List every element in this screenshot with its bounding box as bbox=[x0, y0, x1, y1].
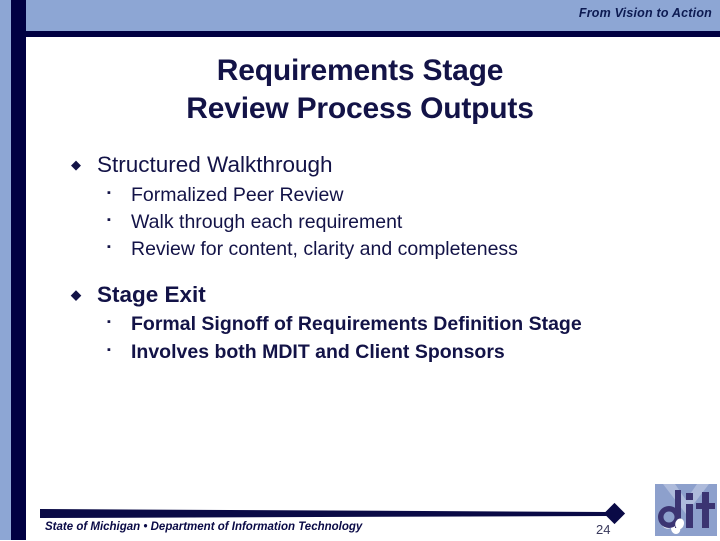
mdit-logo-graphic bbox=[655, 484, 717, 536]
bullet-level1: ◆ Stage Exit bbox=[33, 282, 693, 309]
square-bullet-icon: ▪ bbox=[107, 343, 111, 356]
mdit-logo bbox=[655, 484, 717, 536]
bullet-level2-label: Walk through each requirement bbox=[131, 210, 403, 233]
header-left-accent bbox=[26, 0, 33, 31]
bullet-level1-label: Structured Walkthrough bbox=[97, 152, 333, 177]
diamond-bullet-icon: ◆ bbox=[71, 157, 81, 172]
footer-rule bbox=[40, 509, 610, 518]
left-edge-strip bbox=[0, 0, 11, 540]
header-tagline: From Vision to Action bbox=[578, 6, 712, 20]
bullet-group-structured-walkthrough: ◆ Structured Walkthrough ▪ Formalized Pe… bbox=[33, 152, 693, 262]
square-bullet-icon: ▪ bbox=[107, 186, 111, 199]
footer-diamond-marker bbox=[603, 502, 626, 525]
bullet-level2-label: Formalized Peer Review bbox=[131, 183, 344, 206]
square-bullet-icon: ▪ bbox=[107, 241, 111, 254]
bullet-level1: ◆ Structured Walkthrough bbox=[33, 152, 693, 179]
bullet-level2: ▪ Formalized Peer Review bbox=[33, 183, 693, 207]
slide-title-line-1: Requirements Stage bbox=[216, 54, 504, 87]
page-number: 24 bbox=[596, 522, 611, 537]
slide-body: ◆ Structured Walkthrough ▪ Formalized Pe… bbox=[33, 152, 693, 367]
bullet-level2-label: Formal Signoff of Requirements Definitio… bbox=[131, 313, 582, 336]
slide-title: Requirements Stage Review Process Output… bbox=[60, 52, 660, 128]
bullet-level2-label: Involves both MDIT and Client Sponsors bbox=[131, 340, 505, 363]
bullet-level2: ▪ Walk through each requirement bbox=[33, 210, 693, 234]
footer-organization: State of Michigan • Department of Inform… bbox=[45, 521, 363, 533]
header-divider-rule bbox=[0, 31, 720, 37]
diamond-bullet-icon: ◆ bbox=[71, 286, 81, 302]
bullet-level2: ▪ Review for content, clarity and comple… bbox=[33, 237, 693, 261]
bullet-level2-label: Review for content, clarity and complete… bbox=[131, 238, 518, 261]
bullet-level2: ▪ Involves both MDIT and Client Sponsors bbox=[33, 340, 693, 364]
slide-title-line-2: Review Process Outputs bbox=[186, 92, 534, 126]
bullet-group-stage-exit: ◆ Stage Exit ▪ Formal Signoff of Require… bbox=[33, 282, 693, 364]
bullet-level1-label: Stage Exit bbox=[97, 281, 206, 307]
bullet-level2: ▪ Formal Signoff of Requirements Definit… bbox=[33, 312, 693, 336]
header-band bbox=[0, 0, 720, 31]
left-vertical-bar bbox=[11, 0, 26, 540]
square-bullet-icon: ▪ bbox=[107, 316, 111, 329]
square-bullet-icon: ▪ bbox=[107, 213, 111, 226]
